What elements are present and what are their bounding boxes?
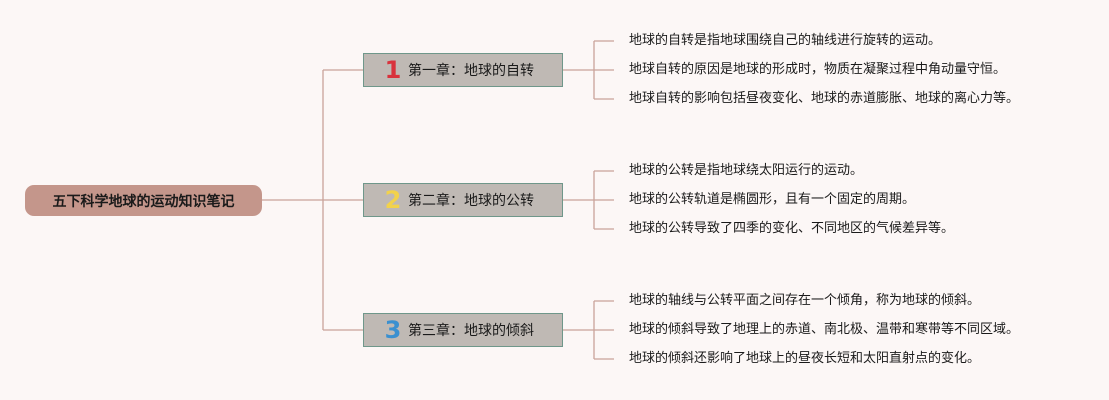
root-connector xyxy=(262,69,363,331)
chapter-1-item-2[interactable]: 地球自转的原因是地球的形成时，物质在凝聚过程中角动量守恒。 xyxy=(629,62,1007,77)
chapter-3-item-1[interactable]: 地球的轴线与公转平面之间存在一个倾角，称为地球的倾斜。 xyxy=(629,293,981,308)
chapter-2-title: 第二章：地球的公转 xyxy=(408,193,534,209)
number-two-icon: 2 xyxy=(384,186,402,214)
root-topic[interactable]: 五下科学地球的运动知识笔记 xyxy=(25,185,262,216)
chapter-2-node[interactable]: 2 第二章：地球的公转 xyxy=(363,183,563,217)
chapter-2-item-2[interactable]: 地球的公转轨道是椭圆形，且有一个固定的周期。 xyxy=(629,192,916,207)
number-three-icon: 3 xyxy=(384,316,402,344)
chapter-3-item-2[interactable]: 地球的倾斜导致了地理上的赤道、南北极、温带和寒带等不同区域。 xyxy=(629,322,1020,337)
chapter-3-item-3[interactable]: 地球的倾斜还影响了地球上的昼夜长短和太阳直射点的变化。 xyxy=(629,351,981,366)
chapter-3-title: 第三章：地球的倾斜 xyxy=(408,323,534,339)
chapter-3-connector xyxy=(563,300,614,360)
root-title: 五下科学地球的运动知识笔记 xyxy=(52,193,235,210)
chapter-1-title: 第一章：地球的自转 xyxy=(408,63,534,79)
number-one-icon: 1 xyxy=(384,56,402,84)
chapter-1-connector xyxy=(563,40,614,100)
chapter-3-node[interactable]: 3 第三章：地球的倾斜 xyxy=(363,313,563,347)
chapter-2-item-3[interactable]: 地球的公转导致了四季的变化、不同地区的气候差异等。 xyxy=(629,221,955,236)
chapter-1-item-1[interactable]: 地球的自转是指地球围绕自己的轴线进行旋转的运动。 xyxy=(629,33,942,48)
chapter-1-node[interactable]: 1 第一章：地球的自转 xyxy=(363,53,563,87)
chapter-1-item-3[interactable]: 地球自转的影响包括昼夜变化、地球的赤道膨胀、地球的离心力等。 xyxy=(629,91,1020,106)
chapter-2-item-1[interactable]: 地球的公转是指地球绕太阳运行的运动。 xyxy=(629,163,864,178)
chapter-2-connector xyxy=(563,170,614,230)
